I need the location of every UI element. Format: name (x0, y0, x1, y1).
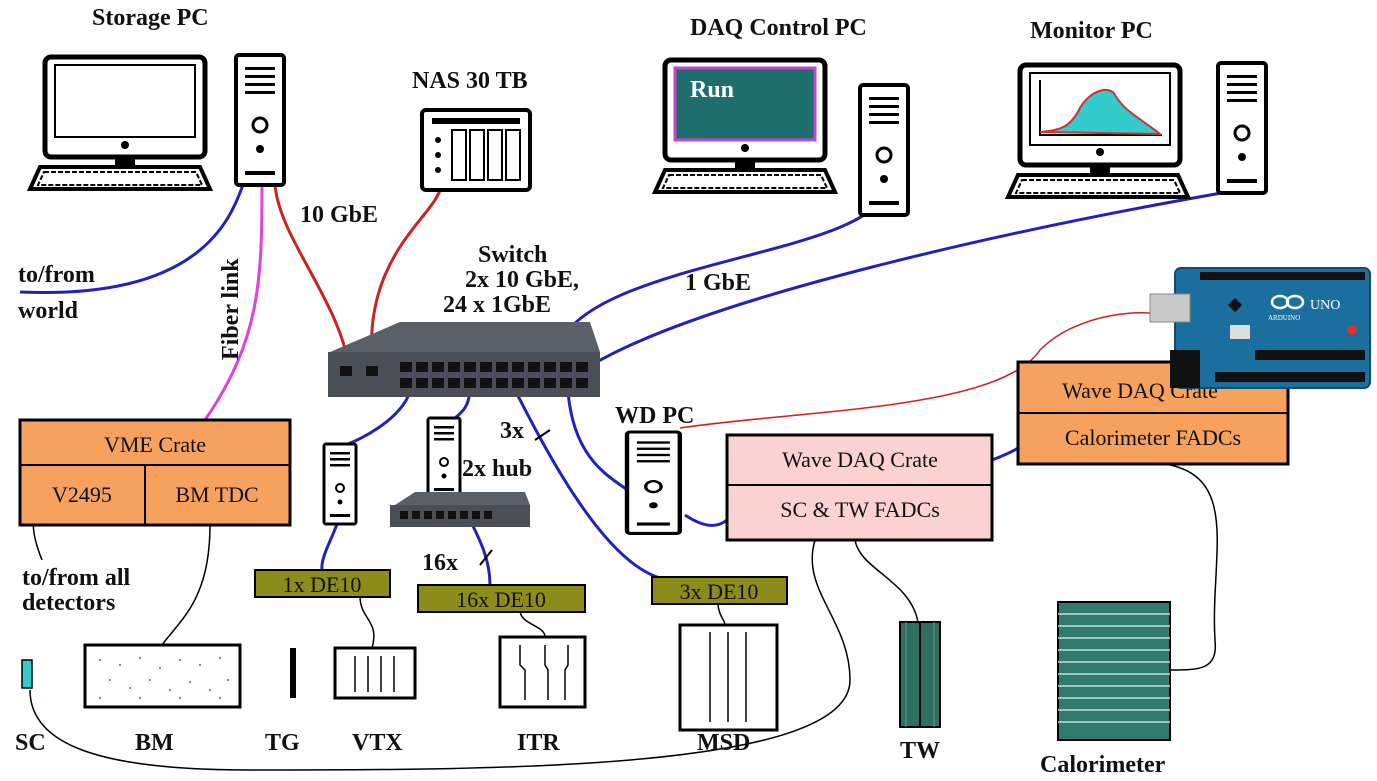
wave-daq-crate-1-label: Wave DAQ Crate (782, 447, 938, 472)
monitor-keyboard (1006, 173, 1190, 199)
fiber-link-label: Fiber link (218, 258, 244, 360)
detector-tw: TW (899, 621, 941, 764)
calorimeter-label: Calorimeter (1040, 752, 1166, 778)
link-monitor-switch (589, 183, 1269, 368)
link-arduino (679, 311, 1161, 429)
cable-bmtdc-bm (161, 524, 211, 646)
calorimeter-fadcs-label: Calorimeter FADCs (1065, 425, 1241, 450)
de10-3x: 3x DE10 (651, 576, 788, 605)
hub: 2x hub (390, 456, 532, 527)
to-from-world-1: to/from (18, 262, 95, 288)
switch-label-1: Switch (478, 242, 547, 268)
detector-sc: SC (15, 659, 46, 756)
storage-pc: Storage PC (28, 5, 286, 191)
connections (19, 183, 1269, 771)
run-screen-text: Run (690, 77, 734, 103)
tw-label: TW (900, 738, 940, 764)
storage-pc-label: Storage PC (92, 5, 209, 31)
detector-calorimeter: Calorimeter (1040, 601, 1171, 778)
cable-de10-itr (519, 609, 546, 638)
to-from-all-1: to/from all (22, 565, 131, 591)
v2495-label: V2495 (52, 482, 112, 507)
cable-calocrate-calo (1169, 464, 1218, 671)
vme-crate-label: VME Crate (104, 432, 206, 457)
to-from-world-2: world (18, 298, 79, 324)
vtx-label: VTX (352, 730, 403, 756)
sc-tw-fadcs-label: SC & TW FADCs (780, 497, 940, 522)
link-1gbe-label: 1 GbE (685, 270, 751, 296)
cable-de10-msd (717, 602, 726, 626)
detector-bm: BM (83, 643, 242, 756)
hub-label: 2x hub (462, 456, 532, 482)
arduino-board: UNO ARDUINO (1149, 267, 1371, 389)
arduino-sub-label: ARDUINO (1268, 314, 1300, 322)
storage-tower (234, 53, 286, 187)
daq-tower (858, 83, 910, 217)
link-hub-de10 (468, 519, 492, 586)
detector-vtx: VTX (333, 646, 417, 756)
detector-itr: ITR (498, 635, 587, 756)
switch-label-3: 24 x 1GbE (443, 292, 551, 318)
nas-label: NAS 30 TB (412, 68, 528, 94)
link-10gbe-label: 10 GbE (300, 202, 378, 228)
detector-tg: TG (265, 648, 300, 756)
link-switch-msd (503, 369, 661, 580)
wd-pc-label: WD PC (615, 403, 694, 429)
daq-control-pc: DAQ Control PC Run (653, 15, 910, 217)
de10-16x-label: 16x DE10 (456, 587, 546, 612)
cable-de10-vtx (359, 595, 375, 649)
monitor-pc-label: Monitor PC (1030, 18, 1153, 44)
link-switch-pc1 (344, 391, 412, 447)
link-wdpc-crate (684, 513, 728, 527)
switch: Switch 2x 10 GbE, 24 x 1GbE (328, 242, 600, 397)
de10-16x: 16x DE10 (417, 584, 586, 613)
storage-keyboard (28, 165, 212, 191)
detector-msd: MSD (678, 623, 779, 756)
to-from-all-2: detectors (22, 590, 115, 616)
tg-label: TG (265, 730, 300, 756)
wd-pc: WD PC (615, 403, 694, 533)
bm-tdc-label: BM TDC (175, 482, 258, 507)
mult-3x-label: 3x (500, 418, 524, 444)
nas: NAS 30 TB (412, 68, 532, 192)
arduino-logo-icon (1270, 294, 1305, 310)
daq-control-pc-label: DAQ Control PC (690, 15, 867, 41)
bm-label: BM (135, 730, 174, 756)
histogram-icon (1039, 80, 1163, 136)
storage-monitor (42, 54, 208, 168)
monitor-pc: Monitor PC (1006, 18, 1268, 199)
de10-3x-label: 3x DE10 (680, 579, 759, 604)
switch-ports (340, 362, 588, 388)
link-fiber (203, 184, 264, 421)
monitor-tower (1216, 61, 1268, 195)
daq-keyboard (653, 168, 837, 194)
link-crate-calocrate (991, 446, 1019, 462)
de10-1x: 1x DE10 (254, 569, 391, 598)
sc-label: SC (15, 730, 46, 756)
arduino-uno-label: UNO (1310, 298, 1340, 313)
de10-1x-label: 1x DE10 (283, 572, 362, 597)
mult-16x-label: 16x (422, 550, 458, 576)
wave-daq-crate-sc-tw: Wave DAQ Crate SC & TW FADCs (725, 433, 994, 542)
cable-crate-tw (854, 539, 919, 623)
vme-crate: VME Crate V2495 BM TDC (18, 418, 292, 527)
cable-crate-sc (29, 539, 851, 771)
msd-label: MSD (697, 730, 750, 756)
de10-pc-1 (322, 442, 358, 526)
switch-label-2: 2x 10 GbE, (465, 267, 579, 293)
itr-label: ITR (517, 730, 560, 756)
link-storage-world (19, 184, 245, 295)
de10-pc-2 (426, 416, 462, 500)
